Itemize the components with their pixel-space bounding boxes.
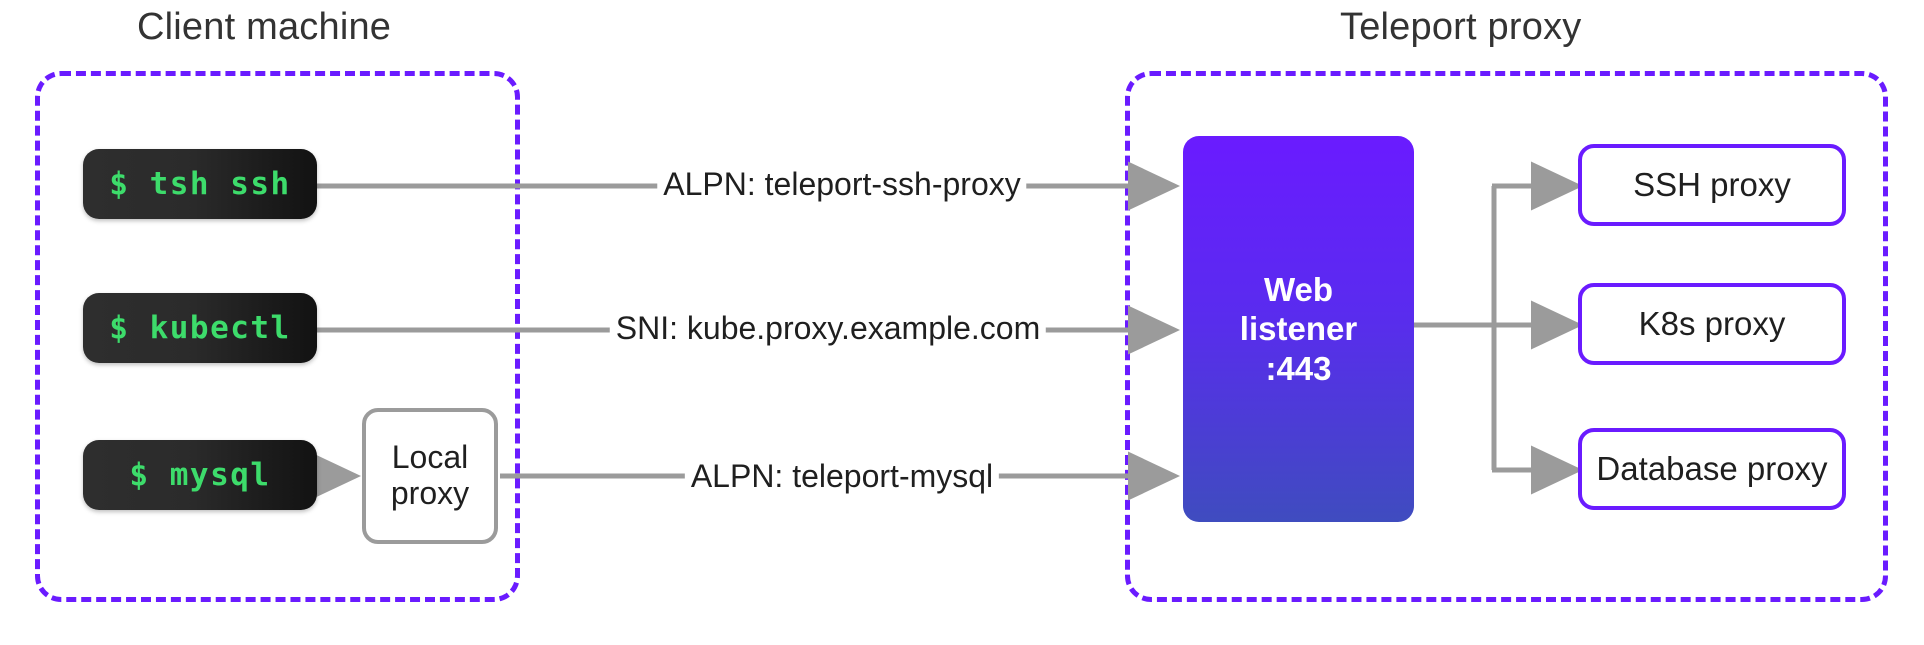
node-local-proxy-line2: proxy [390, 475, 470, 511]
teleport-proxy-title: Teleport proxy [1340, 6, 1582, 48]
node-local-proxy-line1: Local [391, 439, 469, 476]
edge-label-kube: SNI: kube.proxy.example.com [609, 312, 1047, 344]
terminal-mysql[interactable]: $ mysql [83, 440, 317, 510]
edge-label-mysql: ALPN: teleport-mysql [684, 460, 1000, 492]
node-database-proxy[interactable]: Database proxy [1578, 428, 1846, 510]
terminal-kubectl[interactable]: $ kubectl [83, 293, 317, 363]
terminal-tsh-ssh-label: $ tsh ssh [109, 166, 291, 202]
terminal-tsh-ssh[interactable]: $ tsh ssh [83, 149, 317, 219]
node-local-proxy[interactable]: Local proxy [362, 408, 498, 544]
terminal-mysql-label: $ mysql [129, 457, 271, 493]
node-database-proxy-label: Database proxy [1596, 450, 1828, 487]
node-web-listener-line3: :443 [1265, 349, 1332, 387]
teleport-proxy-group [1125, 71, 1888, 602]
client-machine-group [35, 71, 520, 602]
node-ssh-proxy[interactable]: SSH proxy [1578, 144, 1846, 226]
node-web-listener-line1: Web [1263, 270, 1334, 308]
node-k8s-proxy[interactable]: K8s proxy [1578, 283, 1846, 365]
node-web-listener[interactable]: Web listener :443 [1183, 136, 1414, 522]
terminal-kubectl-label: $ kubectl [109, 310, 291, 346]
node-web-listener-line2: listener [1239, 310, 1358, 348]
node-ssh-proxy-label: SSH proxy [1633, 166, 1791, 203]
node-k8s-proxy-label: K8s proxy [1638, 305, 1786, 342]
edge-label-ssh: ALPN: teleport-ssh-proxy [657, 168, 1027, 200]
client-machine-title: Client machine [137, 6, 392, 48]
